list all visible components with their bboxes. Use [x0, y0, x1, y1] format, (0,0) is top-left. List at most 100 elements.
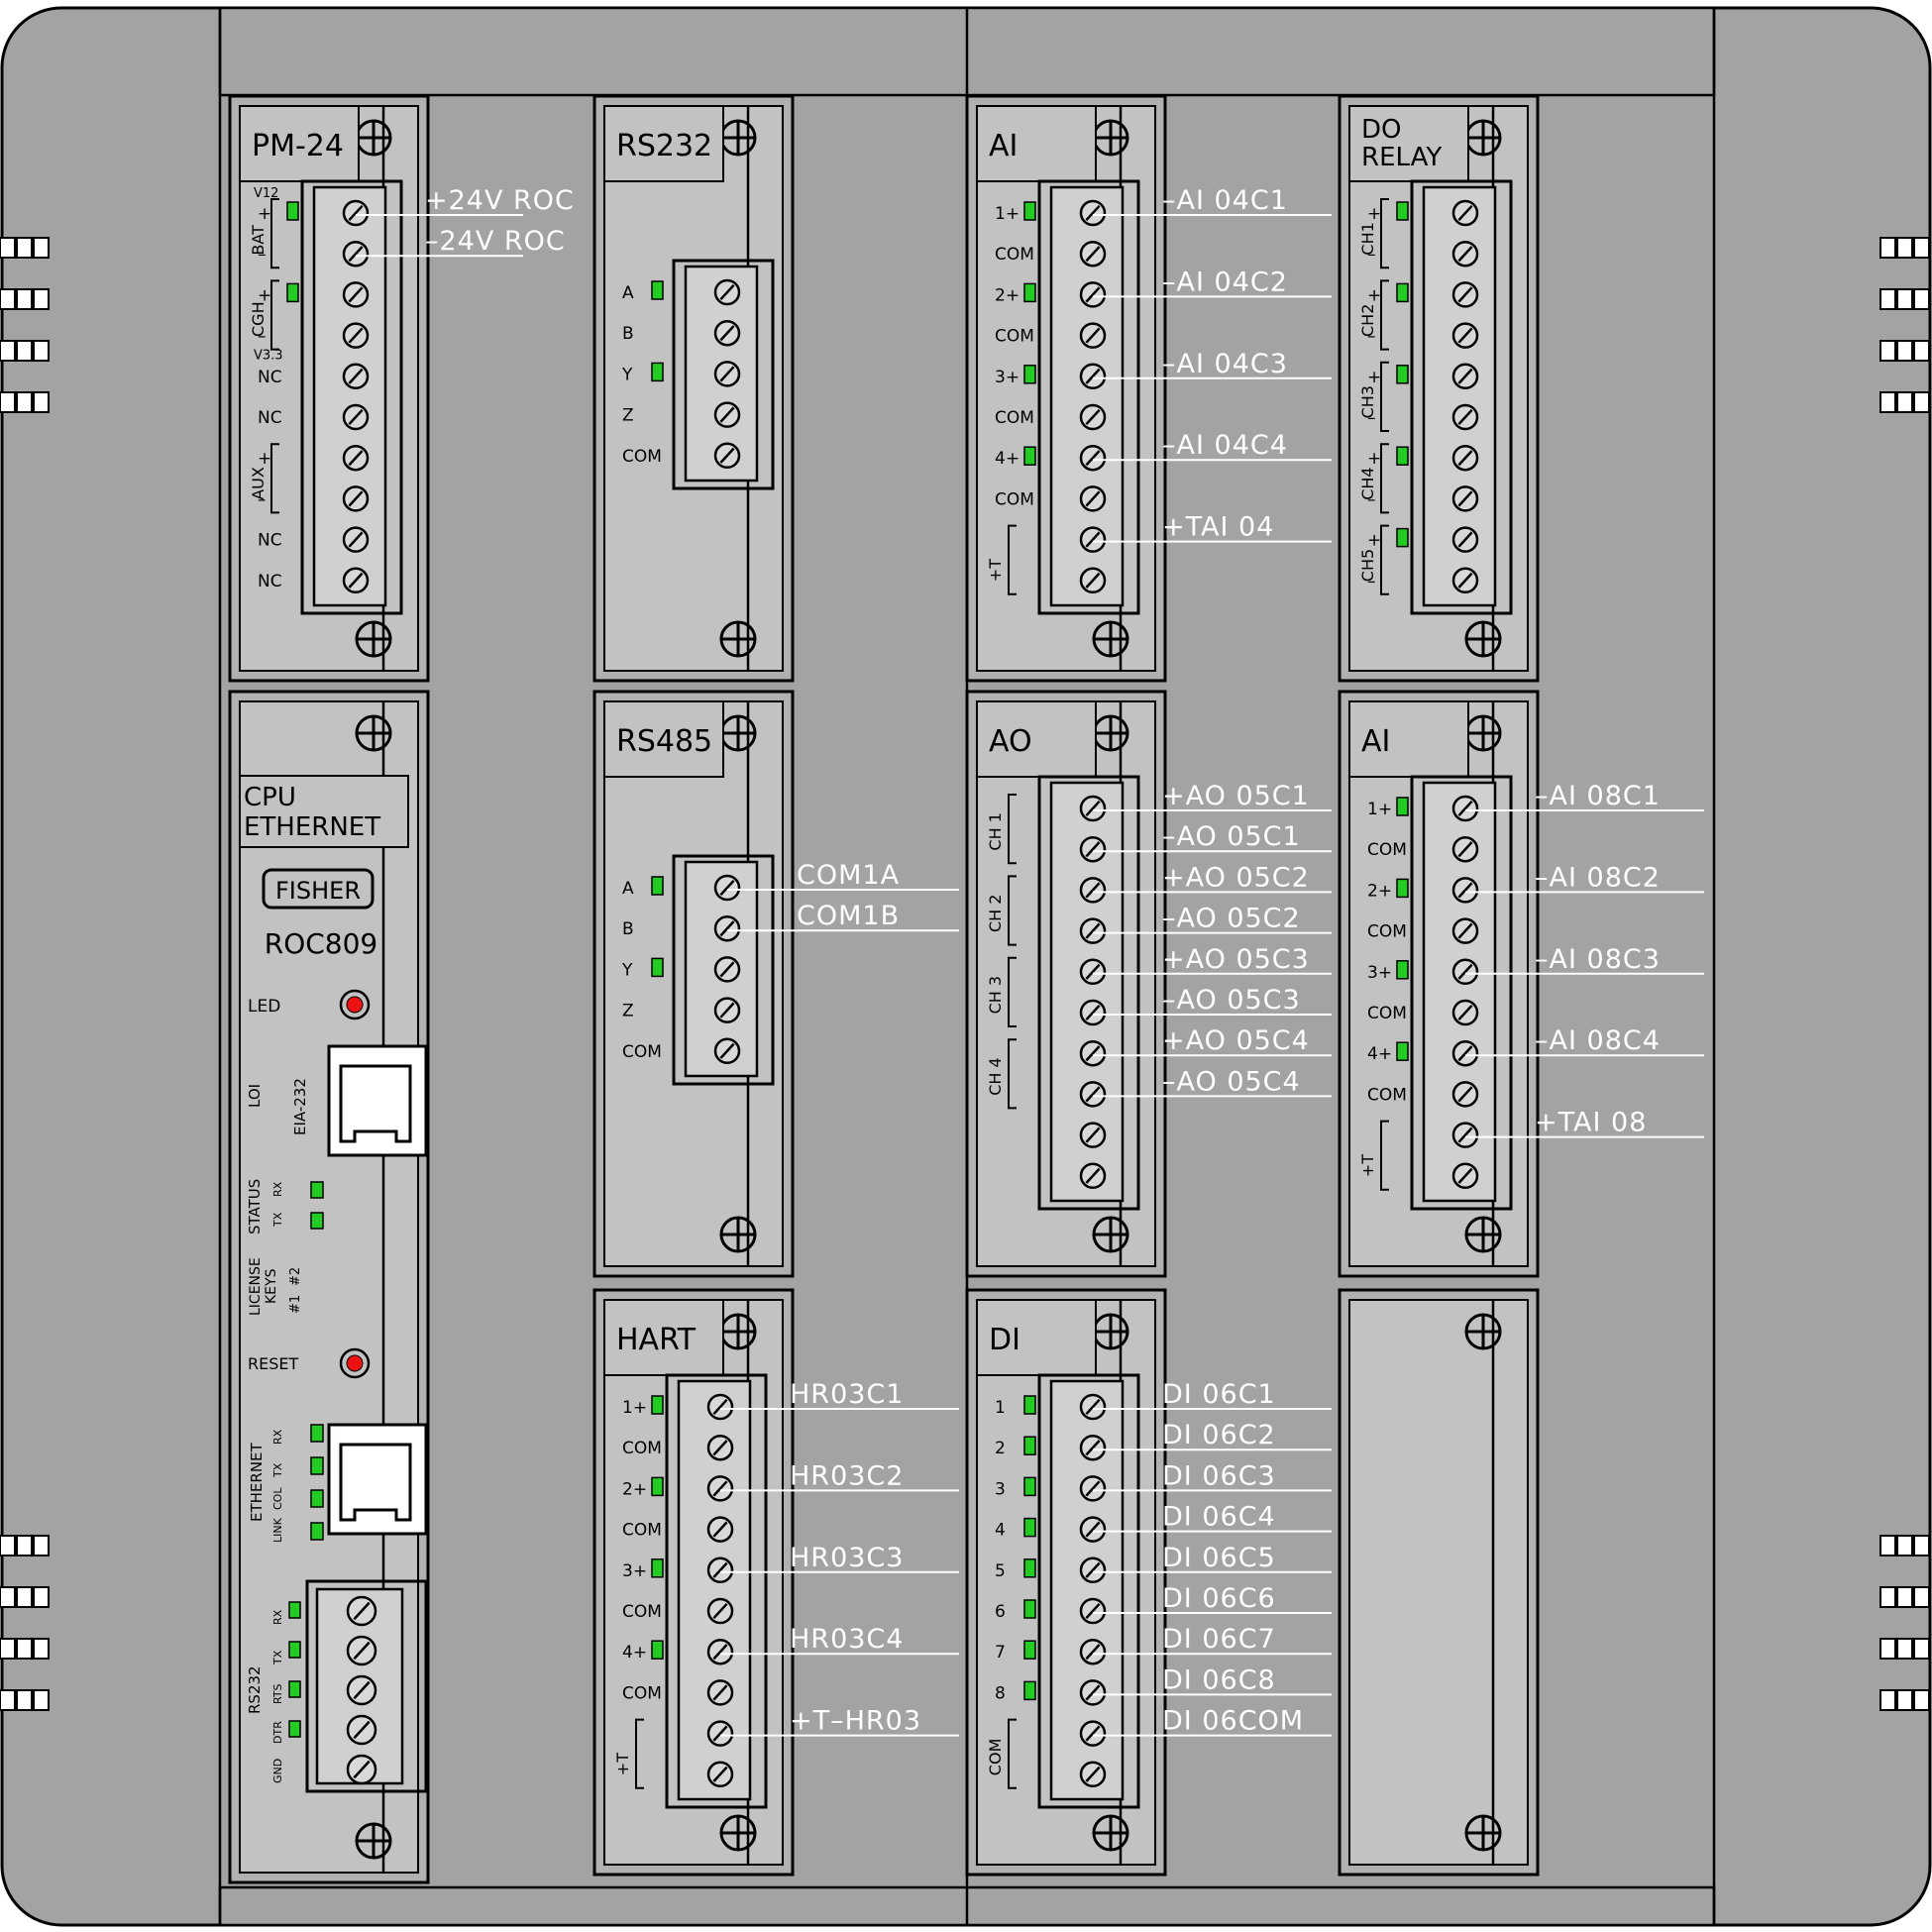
terminal-slot: [712, 1521, 728, 1538]
terminal-slot: [1085, 1086, 1101, 1103]
terminal-slot: [719, 283, 735, 301]
terminal-slot: [712, 1725, 728, 1742]
terminal-slot: [1085, 450, 1101, 467]
callout-label: HR03C1: [790, 1379, 904, 1410]
terminal-slot: [1457, 246, 1473, 263]
terminal-slot: [1085, 1644, 1101, 1661]
terminal-label: 3: [995, 1479, 1006, 1499]
group-bracket: [1008, 524, 1017, 595]
reset-button: [346, 1354, 364, 1372]
group-label: CH 3: [986, 976, 1005, 1014]
terminal-label: 1: [995, 1398, 1006, 1418]
vent-slot: [1896, 340, 1913, 362]
terminal-label: 5: [995, 1561, 1006, 1581]
red-led: [346, 996, 364, 1014]
vent-slot: [1896, 237, 1913, 259]
eth-led-label: COL: [271, 1487, 284, 1510]
led-indicator: [1023, 365, 1036, 384]
terminal-slot: [348, 204, 364, 222]
cpu-title: CPU: [244, 783, 296, 812]
led-indicator: [1023, 201, 1036, 221]
module-title-box: [603, 105, 724, 182]
vent-slot: [33, 237, 50, 259]
terminal-slot: [1457, 963, 1473, 980]
group-bracket: [270, 443, 279, 514]
module-title-box: [239, 105, 360, 182]
eth-led-label: TX: [271, 1462, 284, 1478]
led-indicator: [1023, 282, 1036, 303]
terminal-label: –: [1367, 245, 1376, 265]
terminal-slot: [1457, 1004, 1473, 1021]
vent-slot: [16, 1689, 33, 1711]
terminal-slot: [1085, 1045, 1101, 1062]
module-title: PM-24: [252, 129, 344, 163]
module-title: RS232: [616, 129, 712, 163]
terminal-label: Y: [621, 365, 633, 384]
terminal-label: +: [1367, 449, 1381, 469]
callout-label: DI 06C1: [1162, 1379, 1276, 1410]
terminal-block-housing: [1037, 775, 1140, 1211]
group-bracket: [1380, 279, 1389, 351]
group-bracket: [270, 279, 279, 351]
keys-label: KEYS: [264, 1268, 279, 1304]
callout-label: +TAI 08: [1535, 1108, 1647, 1138]
callout-label: –AI 08C2: [1535, 862, 1661, 893]
rs232-row-label: RX: [271, 1609, 284, 1625]
key2-label: #2: [288, 1267, 303, 1286]
callout-label: –AO 05C3: [1162, 985, 1301, 1016]
callouts-layer: +24V ROC–24V ROC–AI 04C1–AI 04C2–AI 04C3…: [356, 185, 1704, 1737]
led-indicator: [1396, 960, 1409, 980]
vent-slot: [1879, 288, 1896, 310]
terminal-slot: [712, 1644, 728, 1661]
vent-slot: [1879, 1535, 1896, 1556]
module-title: HART: [616, 1323, 697, 1357]
terminal-label: B: [622, 919, 634, 939]
group-label: +T: [986, 559, 1005, 582]
group-bracket: [1380, 524, 1389, 595]
terminal-slot: [1457, 1127, 1473, 1143]
voltage-label: V12: [254, 186, 278, 201]
terminal-label: NC: [258, 531, 282, 551]
led-indicator: [1023, 1599, 1036, 1619]
key1-label: #1: [288, 1295, 303, 1314]
ethernet-label: ETHERNET: [248, 1442, 266, 1522]
terminal-slot: [1457, 1086, 1473, 1103]
terminal-label: 3+: [622, 1561, 647, 1581]
terminal-slot: [719, 325, 735, 342]
terminal-label: COM: [622, 1042, 662, 1062]
module-title-box: [976, 105, 1097, 182]
module-blank: [1338, 1288, 1540, 1877]
led-indicator: [1023, 1640, 1036, 1660]
terminal-slot: [1457, 1045, 1473, 1062]
vent-slot: [0, 237, 16, 259]
terminal-slot: [712, 1766, 728, 1782]
terminal-label: COM: [1367, 922, 1407, 942]
group-label: CH 2: [986, 895, 1005, 932]
terminal-label: A: [622, 879, 634, 899]
vent-slot: [16, 288, 33, 310]
callout-label: +AO 05C2: [1162, 862, 1310, 893]
reset-label: RESET: [248, 1354, 298, 1373]
terminal-label: NC: [258, 368, 282, 387]
vent-slot: [0, 1586, 16, 1608]
led-indicator: [651, 362, 664, 382]
terminal-slot: [348, 246, 364, 263]
terminal-label: 4+: [995, 449, 1020, 469]
terminal-label: 7: [995, 1643, 1006, 1663]
terminal-label: 8: [995, 1683, 1006, 1703]
vent-slot: [33, 288, 50, 310]
group-bracket: [1008, 1718, 1017, 1789]
vent-slot: [1913, 391, 1930, 413]
eth-led-label: RX: [271, 1429, 284, 1445]
terminal-label: –: [258, 245, 267, 265]
loi-label: LOI: [246, 1084, 264, 1108]
led-indicator: [1023, 1395, 1036, 1415]
terminal-slot: [348, 327, 364, 344]
eth-led-label: LINK: [271, 1517, 284, 1543]
group-label: CH4: [1358, 467, 1377, 499]
rj45-jack-icon: [339, 1443, 412, 1522]
terminal-label: A: [622, 283, 634, 303]
